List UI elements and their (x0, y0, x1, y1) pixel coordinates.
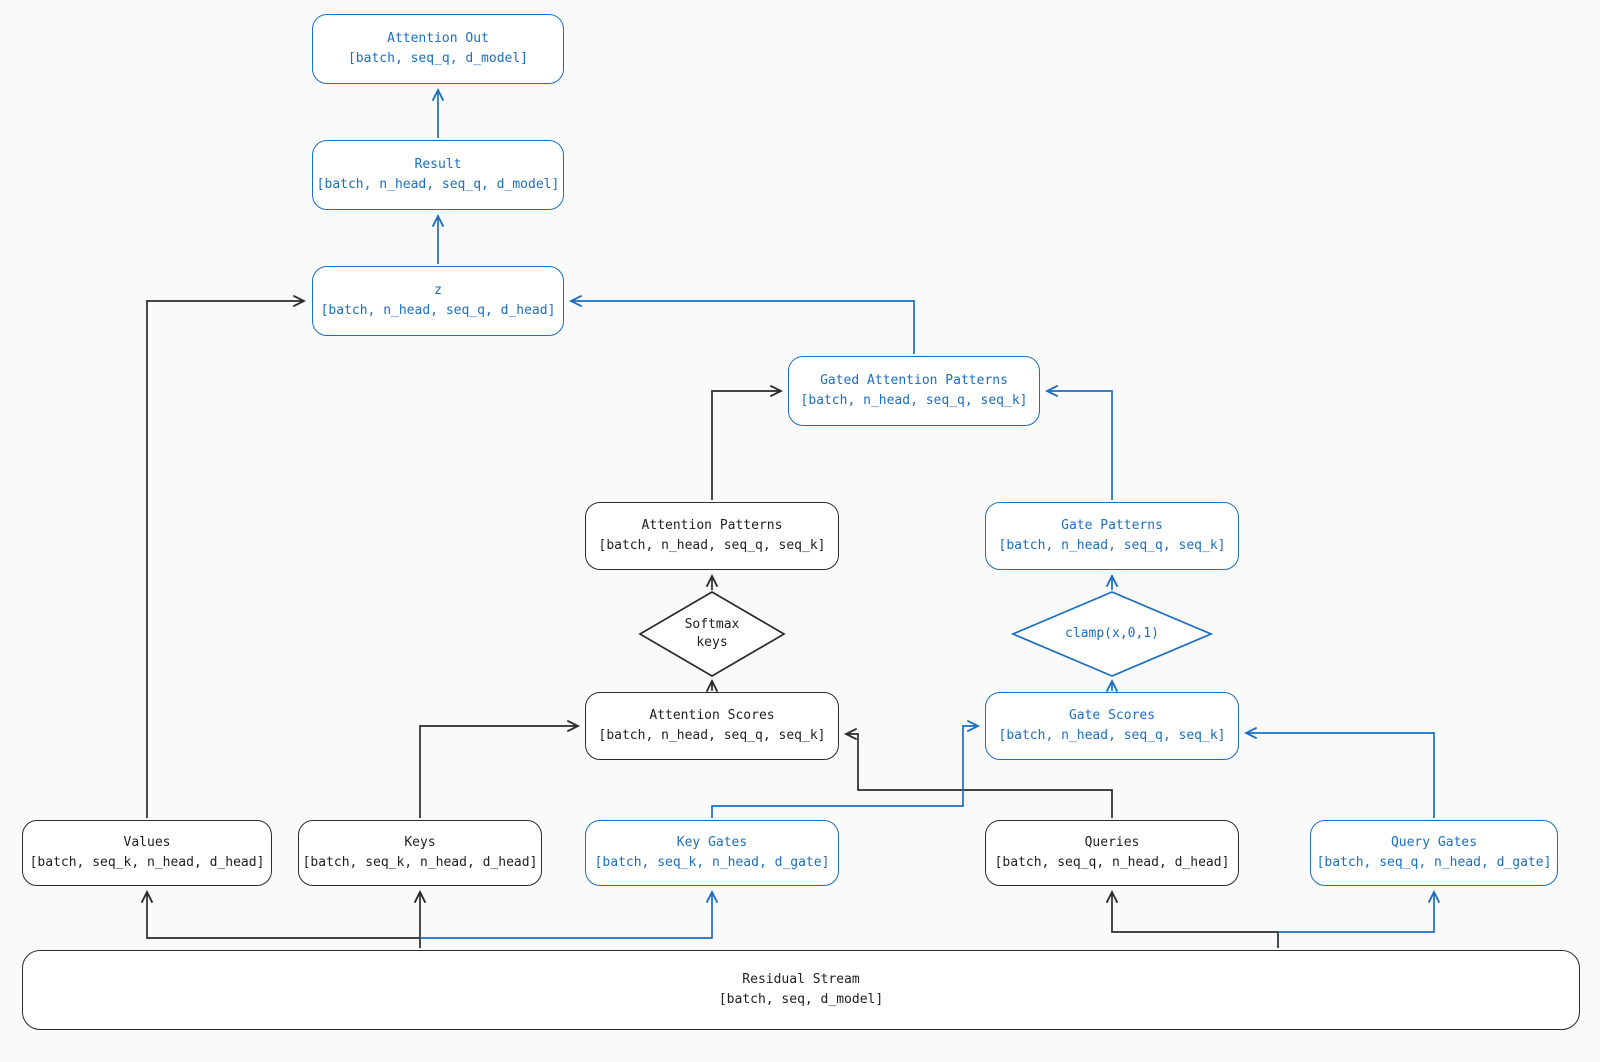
node-label: Attention Scores (649, 708, 775, 723)
node-z: z [batch, n_head, seq_q, d_head] (312, 266, 564, 336)
diamond-line1: Softmax (684, 617, 740, 632)
node-label: Attention Out (387, 31, 489, 46)
node-shape: [batch, n_head, seq_q, seq_k] (998, 538, 1226, 553)
node-attention-patterns: Attention Patterns [batch, n_head, seq_q… (585, 502, 839, 570)
softmax-diamond (638, 591, 786, 677)
node-label: Key Gates (676, 835, 748, 850)
node-gated-attention-patterns: Gated Attention Patterns [batch, n_head,… (788, 356, 1040, 426)
node-attention-out: Attention Out [batch, seq_q, d_model] (312, 14, 564, 84)
node-label: Query Gates (1390, 835, 1478, 850)
node-shape: [batch, n_head, seq_q, seq_k] (598, 538, 826, 553)
clamp-diamond (1010, 591, 1214, 677)
node-label: Residual Stream (742, 972, 860, 987)
node-label: Values (123, 835, 171, 850)
edge-residual-to-query-gates (1278, 889, 1441, 933)
node-key-gates: Key Gates [batch, seq_k, n_head, d_gate] (585, 820, 839, 886)
node-attention-scores: Attention Scores [batch, n_head, seq_q, … (585, 692, 839, 760)
edge-gate-patterns-to-gated (1044, 384, 1113, 500)
node-shape: [batch, seq_k, n_head, d_head] (302, 855, 538, 870)
node-shape: [batch, n_head, seq_q, seq_k] (998, 728, 1226, 743)
node-label: Attention Patterns (641, 518, 783, 533)
node-shape: [batch, n_head, seq_q, d_head] (320, 303, 556, 318)
node-label: Gate Scores (1068, 708, 1156, 723)
node-shape: [batch, seq_q, n_head, d_gate] (1316, 855, 1552, 870)
node-gate-scores: Gate Scores [batch, n_head, seq_q, seq_k… (985, 692, 1239, 760)
edge-keys-to-attention-scores (419, 719, 581, 818)
node-label: Queries (1084, 835, 1140, 850)
node-shape: [batch, seq_k, n_head, d_head] (29, 855, 265, 870)
edge-attention-patterns-to-gated (711, 384, 784, 500)
edge-residual-to-key-gates (420, 889, 719, 939)
node-label: Result (414, 157, 462, 172)
blue-edges (420, 87, 1441, 939)
node-label: z (434, 283, 442, 298)
softmax-diamond-label: Softmax keys (640, 592, 784, 676)
edge-values-to-z (146, 294, 307, 818)
node-residual-stream: Residual Stream [batch, seq, d_model] (22, 950, 1580, 1030)
node-shape: [batch, seq_q, n_head, d_head] (994, 855, 1230, 870)
node-query-gates: Query Gates [batch, seq_q, n_head, d_gat… (1310, 820, 1558, 886)
edge-key-gates-to-gate-scores (711, 719, 981, 818)
node-keys: Keys [batch, seq_k, n_head, d_head] (298, 820, 542, 886)
edge-gated-to-z (568, 294, 915, 354)
node-shape: [batch, n_head, seq_q, seq_k] (800, 393, 1028, 408)
node-result: Result [batch, n_head, seq_q, d_model] (312, 140, 564, 210)
node-values: Values [batch, seq_k, n_head, d_head] (22, 820, 272, 886)
edge-query-gates-to-gate-scores (1243, 726, 1435, 818)
diamond-line1: clamp(x,0,1) (1065, 626, 1159, 641)
diamond-line2: keys (696, 635, 728, 650)
node-shape: [batch, seq_k, n_head, d_gate] (594, 855, 830, 870)
clamp-diamond-label: clamp(x,0,1) (1013, 592, 1211, 676)
edge-residual-trunk-right (1105, 889, 1279, 948)
node-label: Gate Patterns (1061, 518, 1163, 533)
node-shape: [batch, seq_q, d_model] (347, 51, 528, 66)
node-queries: Queries [batch, seq_q, n_head, d_head] (985, 820, 1239, 886)
edge-queries-to-attention-scores (843, 727, 1113, 818)
node-gate-patterns: Gate Patterns [batch, n_head, seq_q, seq… (985, 502, 1239, 570)
node-shape: [batch, seq, d_model] (718, 992, 884, 1007)
node-label: Keys (404, 835, 436, 850)
edge-residual-trunk-left (140, 889, 421, 948)
black-edges (140, 294, 1279, 948)
node-shape: [batch, n_head, seq_q, d_model] (316, 177, 560, 192)
node-label: Gated Attention Patterns (820, 373, 1008, 388)
node-shape: [batch, n_head, seq_q, seq_k] (598, 728, 826, 743)
